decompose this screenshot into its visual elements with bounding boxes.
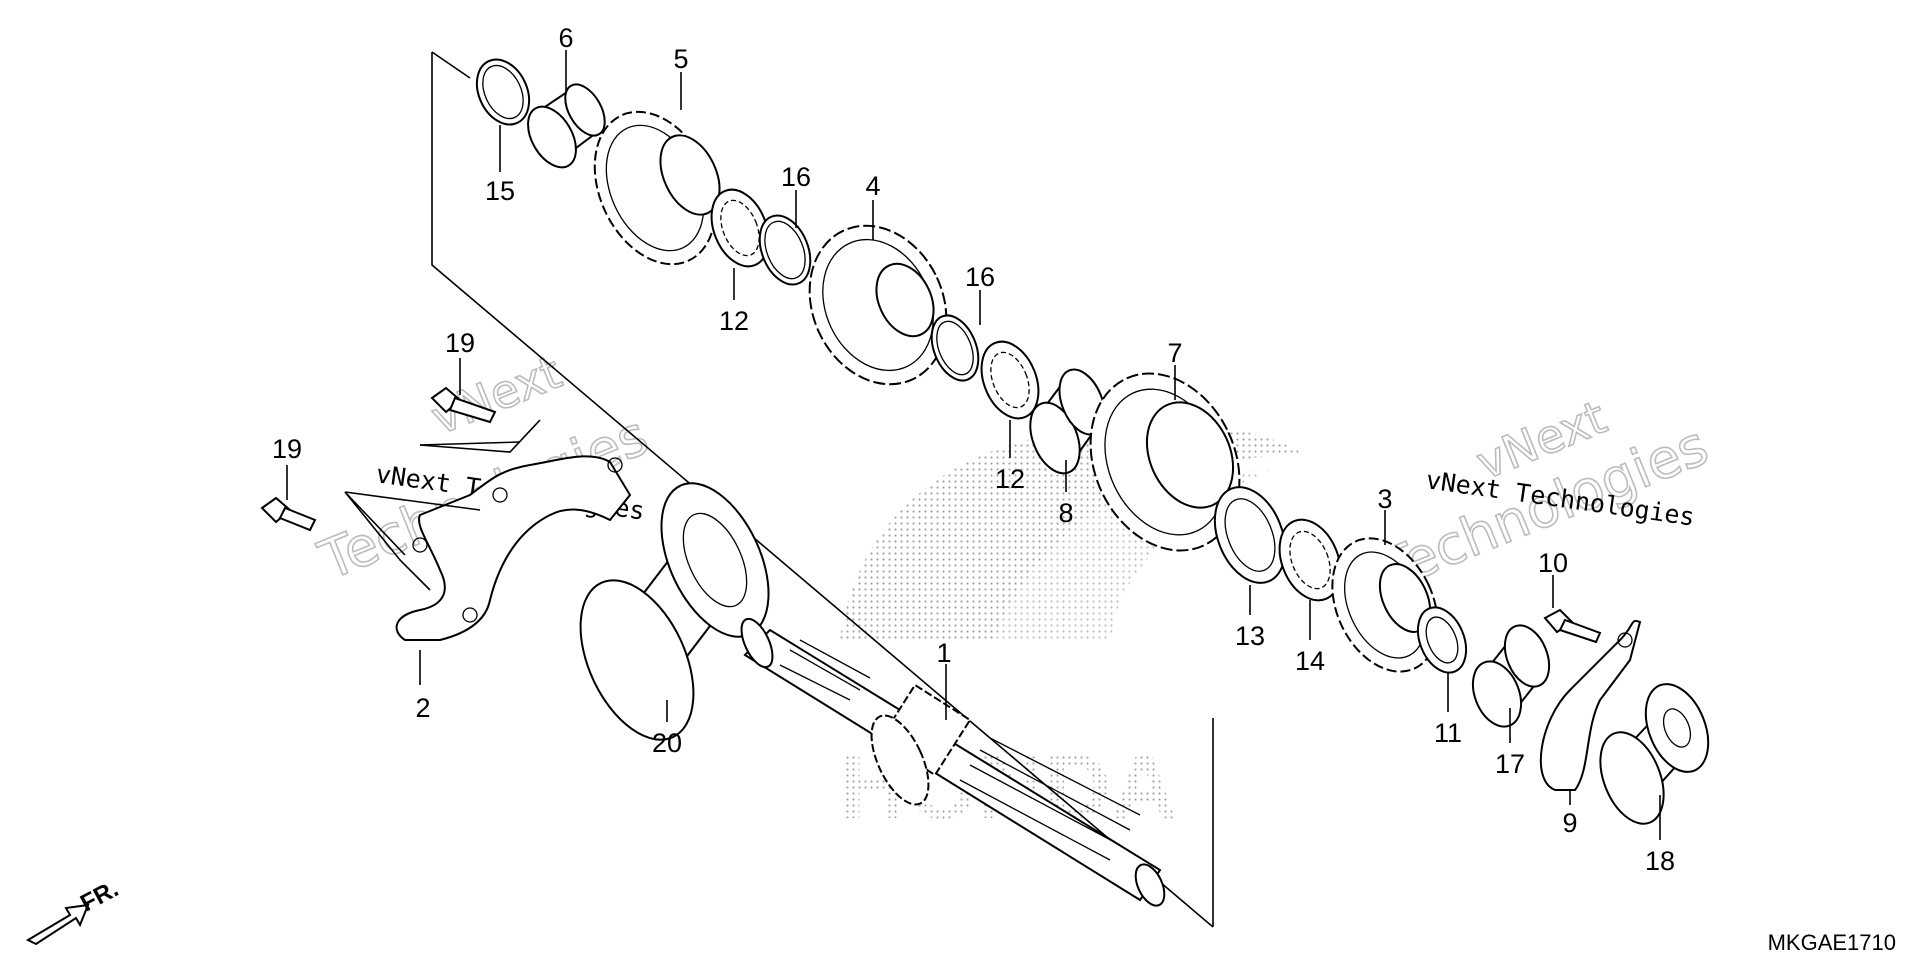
part-2-plate (395, 455, 632, 641)
callout-7: 7 (1167, 338, 1182, 368)
part-1-main-shaft (740, 617, 1166, 907)
callout-18: 18 (1645, 846, 1675, 876)
callout-16-lower: 16 (965, 262, 995, 292)
catalog-code: MKGAE1710 (1768, 930, 1896, 955)
callout-8: 8 (1058, 498, 1073, 528)
part-7-gear (1089, 372, 1241, 552)
part-16-clip-lower (930, 314, 980, 382)
front-direction-indicator: FR. (25, 875, 123, 946)
part-18-ball-bearing (1599, 683, 1710, 825)
part-11-washer (1416, 606, 1468, 674)
callout-17: 17 (1495, 749, 1525, 779)
part-15-ring (475, 58, 531, 126)
part-6-bushing (527, 83, 606, 169)
part-3-gear (1331, 537, 1439, 673)
part-19-bolt-lower (260, 496, 317, 532)
part-12-washer-upper (710, 188, 770, 268)
part-20-ball-bearing (579, 482, 770, 741)
callout-14: 14 (1295, 646, 1325, 676)
assembly-frame-top (431, 51, 471, 79)
arrow-down-left-icon (25, 903, 90, 946)
callout-10: 10 (1538, 548, 1568, 578)
callout-labels: 1 2 3 4 5 6 7 8 9 10 11 12 12 13 14 15 1… (272, 23, 1675, 876)
leader-lines (286, 50, 1661, 840)
callout-11: 11 (1434, 718, 1462, 748)
part-9-bracket (1539, 620, 1642, 791)
callout-5: 5 (673, 44, 688, 74)
callout-19-upper: 19 (445, 328, 475, 358)
part-5-gear (593, 110, 721, 266)
part-14-lock-washer (1278, 518, 1342, 602)
callout-13: 13 (1235, 621, 1265, 651)
part-10-bolt (1543, 608, 1602, 644)
assembly-frame-left (431, 52, 1214, 928)
part-13-thrust-washer (1213, 486, 1287, 584)
part-16-clip-upper (758, 214, 812, 286)
part-17-needle-bearing (1471, 624, 1551, 728)
callout-4: 4 (865, 171, 880, 201)
callout-3: 3 (1377, 484, 1392, 514)
callout-19-lower: 19 (272, 434, 302, 464)
part-8-needle-bearing (1029, 368, 1106, 475)
callout-12-lower: 12 (995, 464, 1025, 494)
callout-16-upper: 16 (781, 162, 811, 192)
callout-9: 9 (1562, 808, 1577, 838)
callout-20: 20 (652, 728, 682, 758)
callout-12-upper: 12 (719, 306, 749, 336)
callout-1: 1 (936, 638, 951, 668)
callout-6: 6 (558, 23, 573, 53)
callout-15: 15 (485, 176, 515, 206)
part-19-bolt-upper (430, 386, 497, 424)
part-4-gear (808, 224, 948, 386)
part-12-washer-lower (980, 340, 1040, 420)
callout-2: 2 (415, 693, 430, 723)
